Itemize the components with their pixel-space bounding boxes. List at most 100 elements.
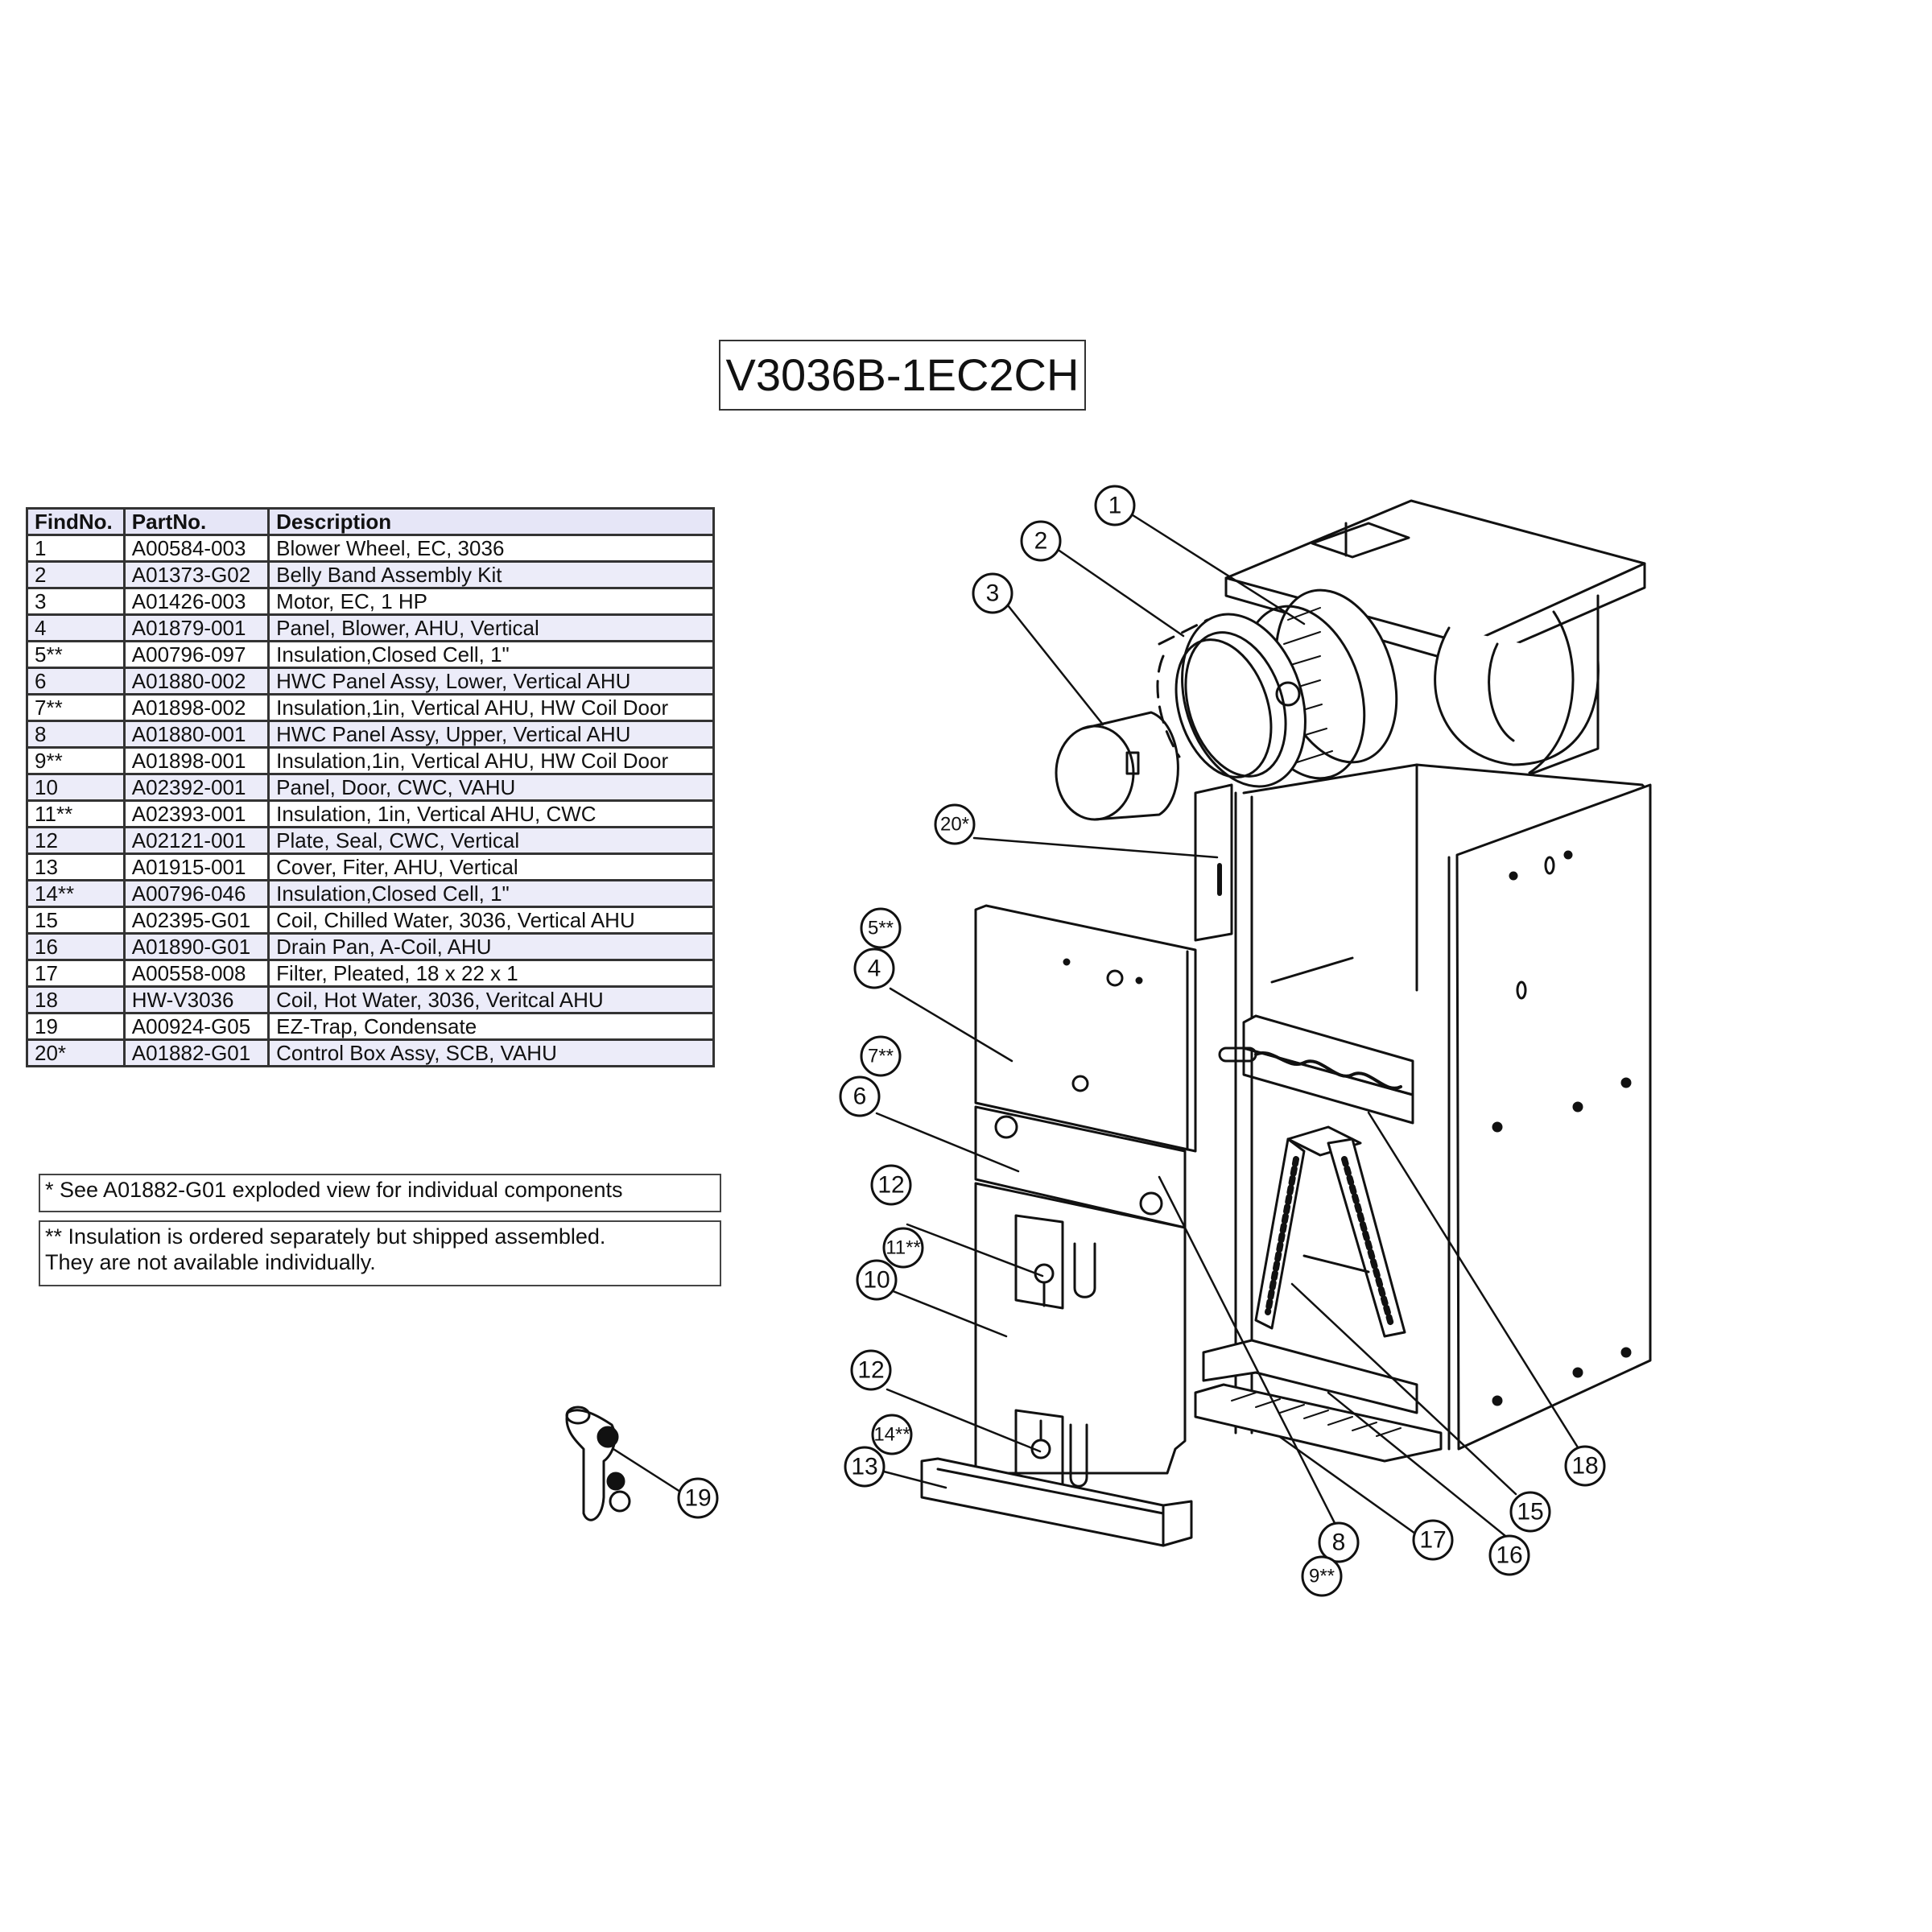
callout-16: 16: [1488, 1534, 1530, 1576]
find-no: 1: [26, 534, 126, 563]
description: Insulation,1in, Vertical AHU, HW Coil Do…: [267, 746, 715, 775]
description: HWC Panel Assy, Lower, Vertical AHU: [267, 667, 715, 696]
part-no: A01898-001: [122, 746, 270, 775]
find-no: 6: [26, 667, 126, 696]
door-panel-cwc: [974, 1182, 1187, 1505]
callout-15: 15: [1509, 1491, 1551, 1533]
find-no: 11**: [26, 799, 126, 828]
column-header-partno: PartNo.: [122, 507, 270, 536]
model-title: V3036B-1EC2CH: [719, 340, 1086, 411]
find-no: 14**: [26, 879, 126, 908]
callout-12-lower: 12: [850, 1349, 892, 1391]
description: Motor, EC, 1 HP: [267, 587, 715, 616]
part-no: A02393-001: [122, 799, 270, 828]
footnote-double-star: ** Insulation is ordered separately but …: [39, 1220, 721, 1286]
part-no: A01880-002: [122, 667, 270, 696]
svg-text:4: 4: [868, 956, 881, 982]
callout-7: 7**: [860, 1035, 902, 1077]
part-no: A02121-001: [122, 826, 270, 855]
find-no: 2: [26, 560, 126, 589]
svg-text:18: 18: [1571, 1453, 1598, 1480]
callout-3: 3: [972, 572, 1013, 614]
svg-text:17: 17: [1419, 1527, 1446, 1554]
svg-text:12: 12: [857, 1357, 884, 1384]
find-no: 4: [26, 613, 126, 642]
callout-11: 11**: [882, 1227, 924, 1269]
svg-text:19: 19: [684, 1485, 711, 1512]
svg-text:8: 8: [1332, 1530, 1346, 1556]
footnote-double-star-line2: They are not available individually.: [45, 1250, 376, 1274]
svg-text:14**: 14**: [873, 1424, 910, 1446]
find-no: 17: [26, 959, 126, 988]
description: Belly Band Assembly Kit: [267, 560, 715, 589]
part-no: A00796-097: [122, 640, 270, 669]
find-no: 15: [26, 906, 126, 935]
callout-19: 19: [677, 1477, 719, 1519]
description: Coil, Chilled Water, 3036, Vertical AHU: [267, 906, 715, 935]
svg-text:3: 3: [986, 580, 1000, 607]
svg-text:12: 12: [877, 1172, 904, 1199]
part-no: A01898-002: [122, 693, 270, 722]
find-no: 7**: [26, 693, 126, 722]
callouts: 1 2 3 4 5** 6 7** 8 9** 10 11** 12 12 13…: [677, 485, 1606, 1597]
belly-band-ring: [1156, 613, 1307, 788]
description: Panel, Blower, AHU, Vertical: [267, 613, 715, 642]
svg-text:2: 2: [1034, 528, 1048, 555]
svg-text:11**: 11**: [886, 1237, 921, 1259]
callout-6: 6: [839, 1075, 881, 1117]
svg-text:7**: 7**: [868, 1046, 894, 1067]
part-no: A01880-001: [122, 720, 270, 749]
find-no: 19: [26, 1012, 126, 1041]
callout-14: 14**: [871, 1414, 913, 1455]
part-no: HW-V3036: [122, 985, 270, 1014]
chilled-water-a-coil: [1254, 1125, 1406, 1338]
svg-text:20*: 20*: [940, 814, 969, 836]
description: Insulation,1in, Vertical AHU, HW Coil Do…: [267, 693, 715, 722]
motor: [1055, 711, 1179, 821]
filter: [1194, 1383, 1443, 1463]
callout-20: 20*: [934, 803, 976, 845]
part-no: A01373-G02: [122, 560, 270, 589]
description: Drain Pan, A-Coil, AHU: [267, 932, 715, 961]
drain-pan: [1202, 1339, 1418, 1414]
footnote-single-star-text: * See A01882-G01 exploded view for indiv…: [45, 1178, 623, 1202]
callout-17: 17: [1412, 1519, 1454, 1561]
part-no: A01890-G01: [122, 932, 270, 961]
find-no: 9**: [26, 746, 126, 775]
leader-lines: [612, 512, 1583, 1539]
description: Control Box Assy, SCB, VAHU: [267, 1038, 715, 1067]
callout-10: 10: [856, 1259, 898, 1301]
part-no: A02395-G01: [122, 906, 270, 935]
find-no: 13: [26, 852, 126, 881]
svg-text:15: 15: [1517, 1499, 1543, 1525]
svg-text:13: 13: [851, 1454, 877, 1480]
find-no: 18: [26, 985, 126, 1014]
ez-trap: [565, 1406, 631, 1521]
description: HWC Panel Assy, Upper, Vertical AHU: [267, 720, 715, 749]
svg-text:1: 1: [1108, 493, 1122, 519]
svg-text:16: 16: [1496, 1542, 1522, 1569]
description: Panel, Door, CWC, VAHU: [267, 773, 715, 802]
footnote-single-star: * See A01882-G01 exploded view for indiv…: [39, 1174, 721, 1212]
find-no: 3: [26, 587, 126, 616]
right-side-panel: [1447, 783, 1652, 1451]
hot-water-coil: [1218, 956, 1414, 1125]
